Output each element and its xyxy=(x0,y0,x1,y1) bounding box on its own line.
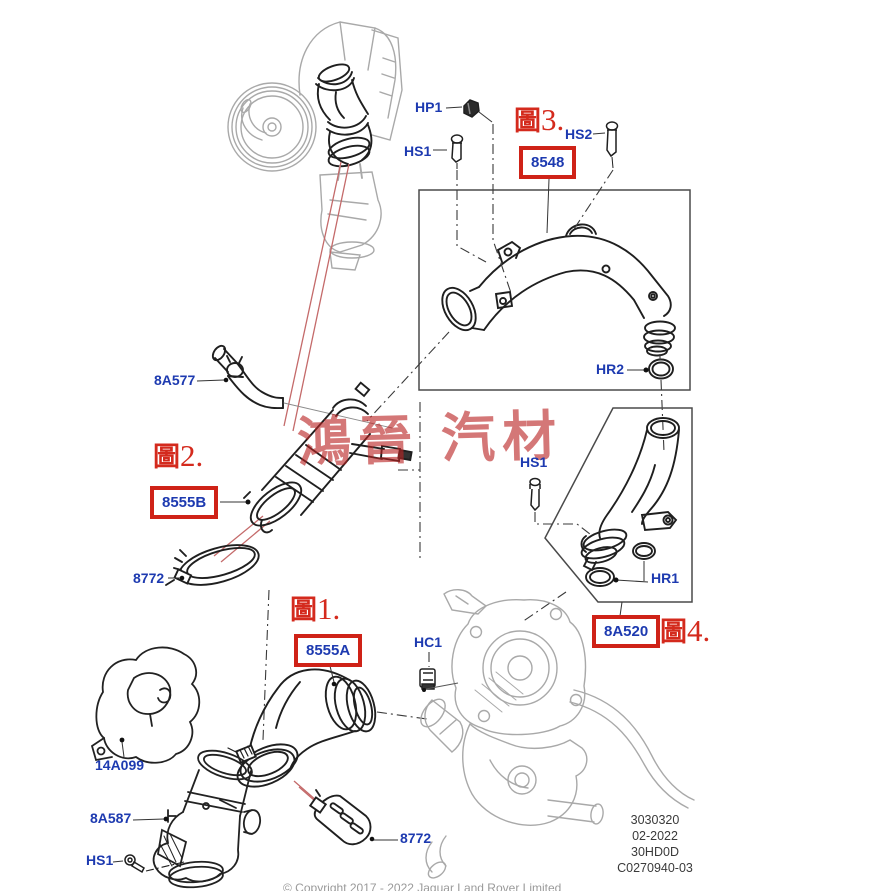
watermark-text: 鴻晉 汽材 xyxy=(296,406,564,474)
pipe-8548-drawing xyxy=(441,223,676,357)
callout-14a099: 14A099 xyxy=(95,757,145,773)
turbo-assembly-drawing xyxy=(227,21,403,271)
figure-2-number: 2. xyxy=(180,438,204,473)
leader-dots xyxy=(119,367,649,842)
water-pump-assembly-drawing xyxy=(420,589,695,879)
figure-2-label: 圖2. xyxy=(153,440,203,471)
part-callout-8555a[interactable]: 8555A xyxy=(294,634,363,667)
clamp-8772-lower-drawing xyxy=(308,789,372,846)
clamp-8772-upper-drawing xyxy=(165,544,260,586)
callout-hs2: HS2 xyxy=(565,126,593,142)
turbo-pipe-in-situ-drawing xyxy=(315,63,373,181)
oring-hr1-drawing xyxy=(585,542,656,587)
catalog-number: 3030320 xyxy=(630,813,680,827)
copyright-text: © Copyright 2017 - 2022 Jaguar Land Rove… xyxy=(283,881,562,891)
heat-shield-14a099-drawing xyxy=(90,646,201,764)
red-leader-lines xyxy=(213,161,350,808)
dash-dot-lines xyxy=(262,111,665,741)
bolt-hs1-top-icon xyxy=(450,134,464,169)
figure-4-glyph: 圖 xyxy=(660,617,687,647)
bolt-hs2-icon xyxy=(605,121,619,169)
catalog-info-block: 3030320 02-2022 30HD0D C0270940-03 xyxy=(598,812,712,876)
callout-hs1-top: HS1 xyxy=(404,143,432,159)
screw-hs1-mid-icon xyxy=(529,477,541,512)
figure-4-label: 圖4. xyxy=(660,615,710,646)
issue-date: 02-2022 xyxy=(632,829,678,843)
oring-hr2-drawing xyxy=(648,358,674,380)
callout-hs1-bottom: HS1 xyxy=(86,852,114,868)
fig3-boundary xyxy=(418,189,691,391)
callout-8772-lower: 8772 xyxy=(400,830,432,846)
figure-4-number: 4. xyxy=(687,613,711,648)
model-code: 30HD0D xyxy=(631,845,679,859)
figure-2-glyph: 圖 xyxy=(153,442,180,472)
callout-hp1: HP1 xyxy=(415,99,443,115)
callout-hr2: HR2 xyxy=(596,361,625,377)
callout-hr1: HR1 xyxy=(651,570,680,586)
screw-hs1-bottom-icon xyxy=(124,854,185,874)
part-callout-8555b[interactable]: 8555B xyxy=(150,486,219,519)
leader-lines xyxy=(112,106,649,863)
hose-8a577-drawing xyxy=(211,344,393,429)
part-callout-8548[interactable]: 8548 xyxy=(519,146,577,179)
pipe-8a520-drawing xyxy=(580,417,680,572)
callout-8772-upper: 8772 xyxy=(133,570,165,586)
figure-3-label: 圖3. xyxy=(514,104,564,135)
drawing-number: C0270940-03 xyxy=(617,861,693,875)
clip-hc1-icon xyxy=(419,668,459,692)
figure-3-number: 3. xyxy=(541,102,565,137)
part-callout-8a520[interactable]: 8A520 xyxy=(592,615,661,648)
figure-1-number: 1. xyxy=(317,591,341,626)
figure-1-glyph: 圖 xyxy=(290,595,317,625)
turbo-8a587-drawing xyxy=(152,749,262,889)
callout-8a587: 8A587 xyxy=(90,810,132,826)
clip-hp1-icon xyxy=(463,99,480,118)
callout-hs1-mid: HS1 xyxy=(520,454,548,470)
pipe-8555b-drawing xyxy=(243,381,413,534)
figure-1-label: 圖1. xyxy=(290,593,340,624)
fig4-boundary xyxy=(544,407,693,603)
figure-3-glyph: 圖 xyxy=(514,106,541,136)
callout-8a577: 8A577 xyxy=(154,372,196,388)
callout-hc1: HC1 xyxy=(414,634,443,650)
